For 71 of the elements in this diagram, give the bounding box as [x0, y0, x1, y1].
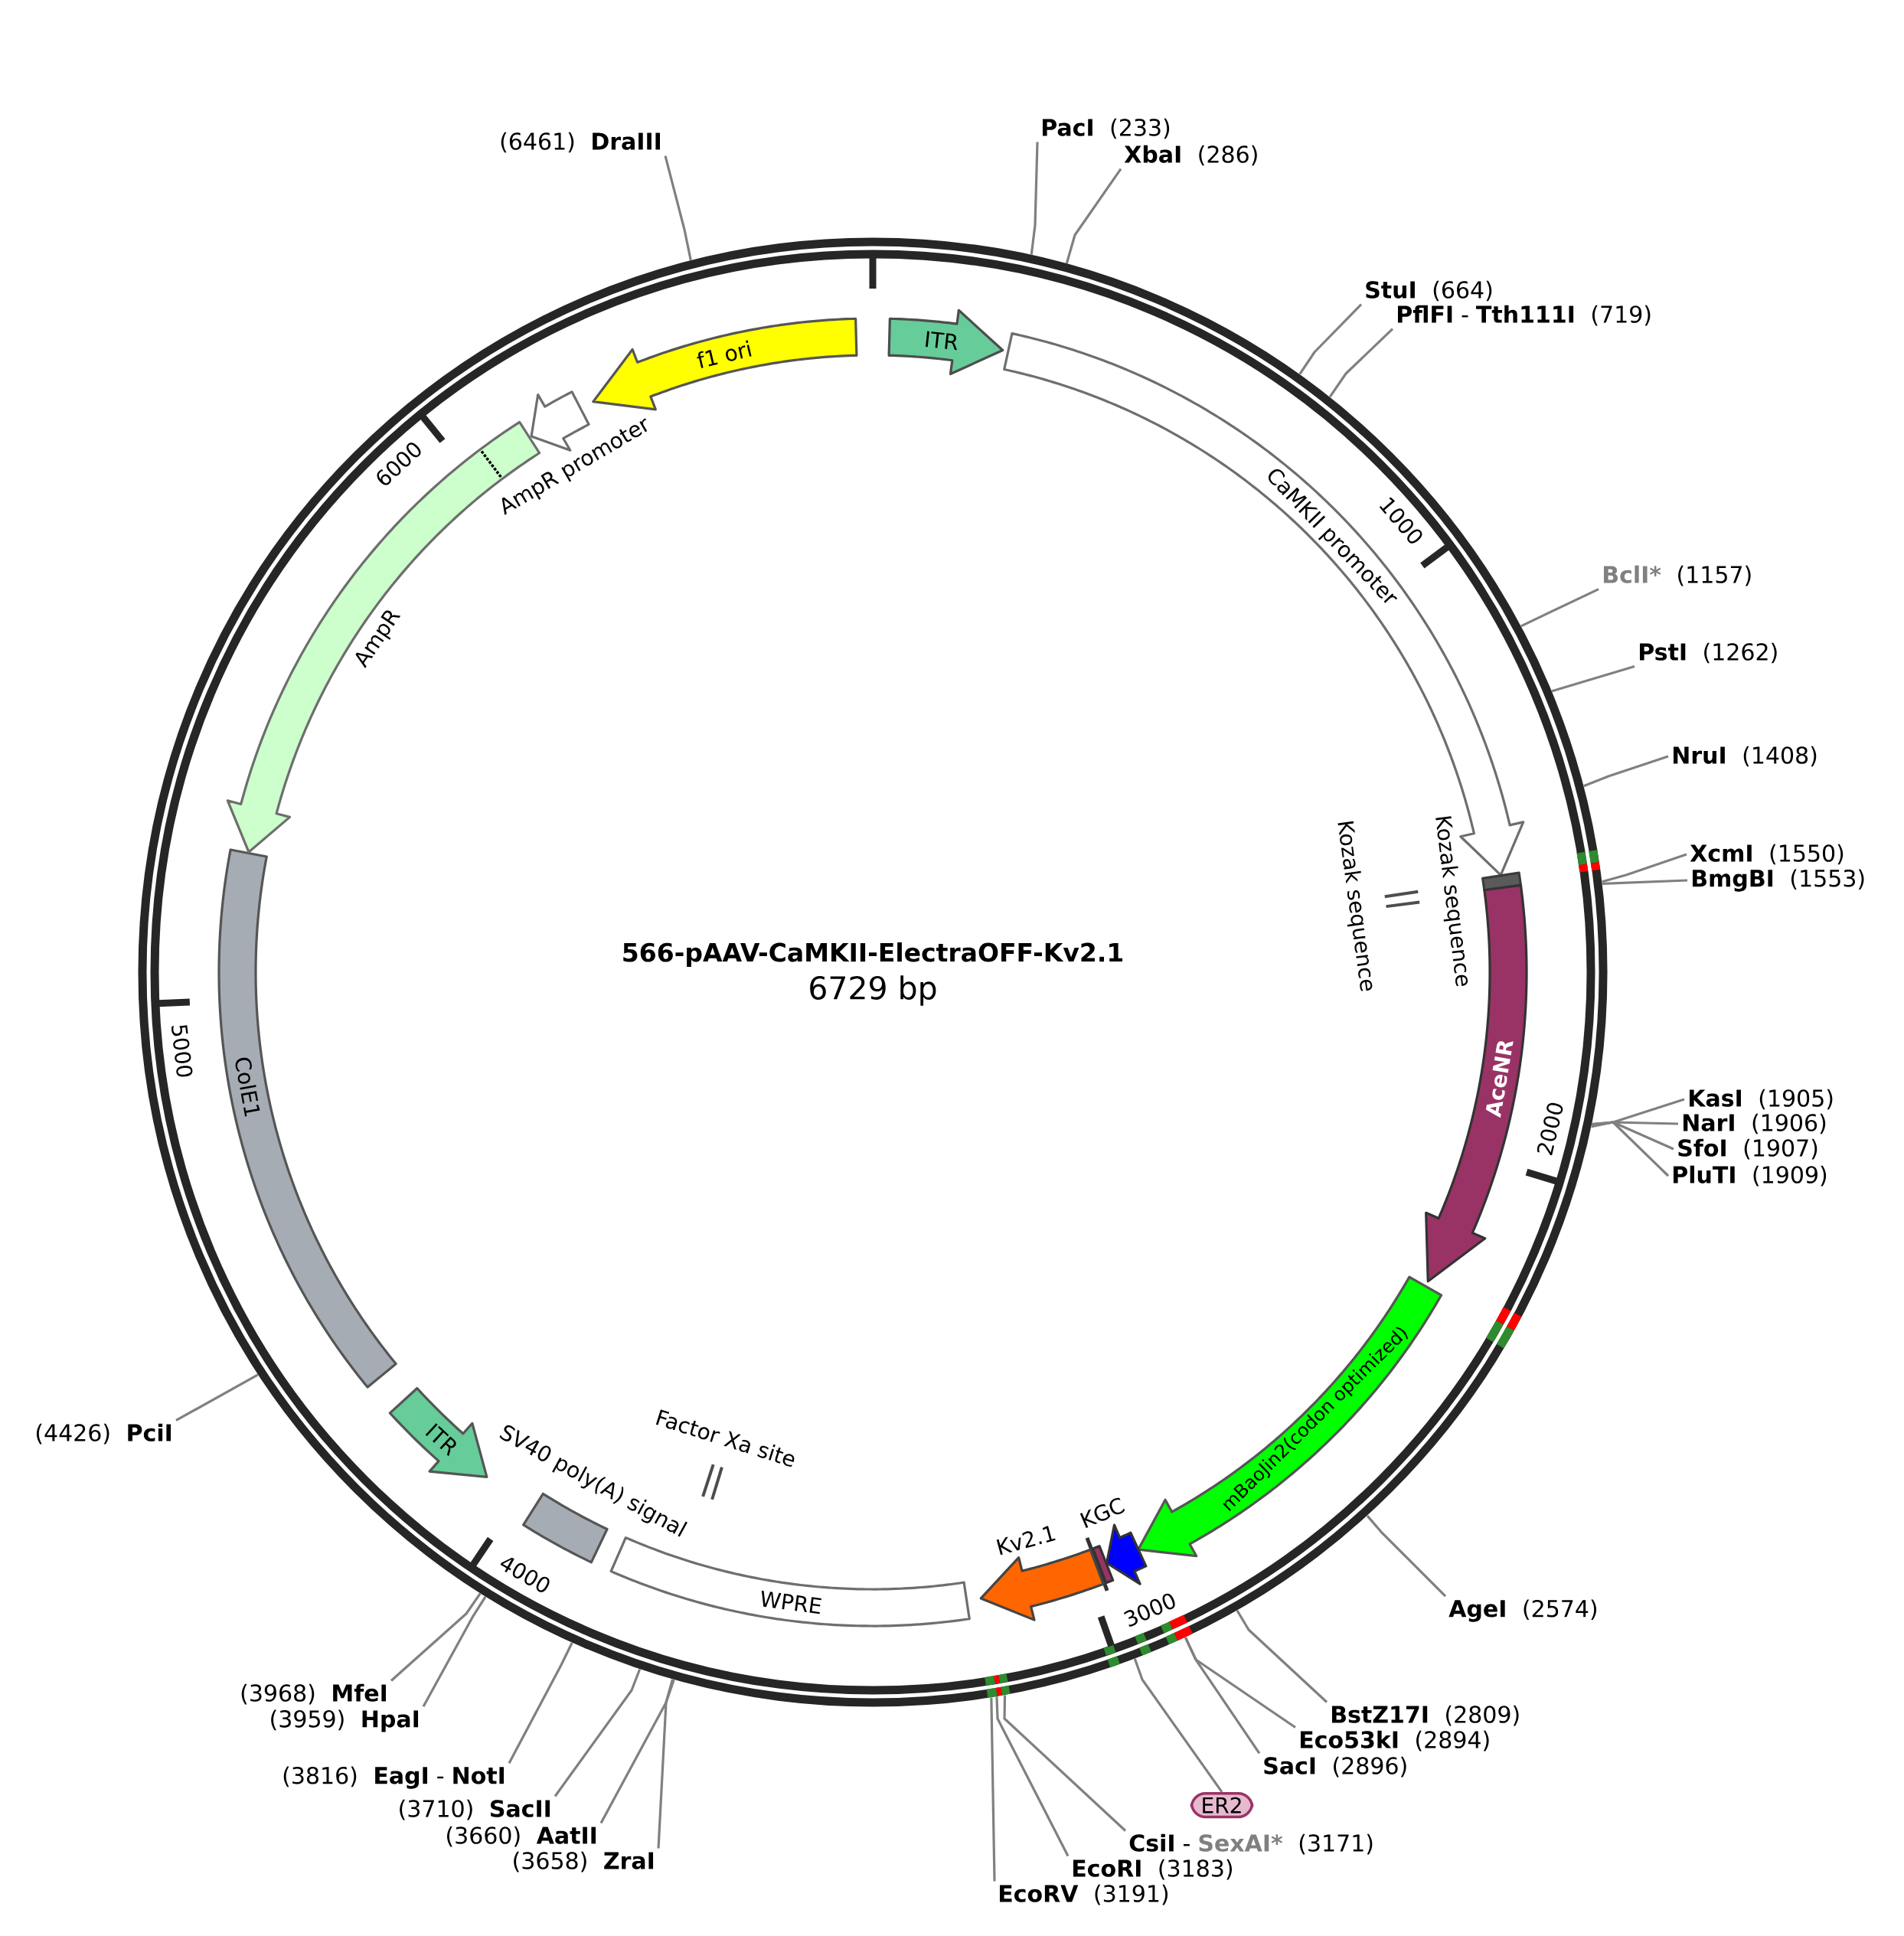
site-label: KasI (1905): [1690, 1089, 1833, 1110]
tick-label: 5000: [171, 1025, 193, 1077]
leader-line: [1591, 1121, 1679, 1126]
leader-line: [1592, 1098, 1685, 1125]
site-label: PluTI (1909): [1674, 1165, 1827, 1187]
tick-label: 3000: [1124, 1593, 1175, 1627]
leader-line: [1520, 588, 1599, 628]
leader-line: [1030, 142, 1039, 255]
feature-label: KGC: [1079, 1497, 1125, 1528]
leader-line: [1298, 303, 1363, 375]
site-label: BclI* (1157): [1604, 565, 1751, 586]
site-label: XcmI (1550): [1690, 844, 1844, 865]
site-label: EcoRV (3191): [1000, 1884, 1168, 1905]
feature-label: Kv2.1: [996, 1526, 1056, 1556]
site-label: (3816) EagI - NotI: [283, 1766, 505, 1789]
site-label: (3660) AatII: [447, 1826, 596, 1847]
leader-line: [422, 1596, 487, 1708]
feature-box: ColE1: [217, 848, 397, 1389]
site-label: StuI (664): [1366, 280, 1492, 302]
plasmid-length: 6729 bp: [810, 975, 936, 1006]
site-label: Eco53kI (2894): [1301, 1730, 1489, 1752]
leader-line: [1591, 1121, 1674, 1151]
leader-line: [1366, 1515, 1447, 1598]
site-label: (6461) DraIII: [501, 132, 661, 153]
site-label: EcoRI (3183): [1073, 1859, 1232, 1880]
feature-segment: ITR: [887, 309, 1004, 376]
site-label: PacI (233): [1043, 118, 1170, 139]
tick-label: 4000: [500, 1557, 550, 1592]
feature-box: [1085, 1536, 1115, 1592]
site-label: AgeI (2574): [1448, 1599, 1597, 1622]
site-label: (3959) HpaI: [271, 1709, 419, 1732]
site-label: PflFI - Tth111I (719): [1398, 305, 1651, 326]
leader-line: [664, 155, 692, 261]
leader-line: [1065, 168, 1122, 264]
leader-line: [554, 1668, 642, 1797]
leader-line: [1133, 1658, 1223, 1793]
site-label: PstI (1262): [1640, 642, 1777, 664]
leader-line: [390, 1592, 482, 1682]
leader-line: [1328, 328, 1394, 398]
site-label: SacI (2896): [1264, 1756, 1406, 1778]
feature-segment: ITR: [388, 1386, 488, 1478]
site-label: BstZ17I (2809): [1332, 1705, 1519, 1726]
leader-line: [599, 1679, 674, 1824]
feature-box: WPRE: [609, 1536, 971, 1627]
site-label: BmgBI (1553): [1693, 869, 1864, 892]
site-label: (3710) SacII: [400, 1799, 550, 1820]
site-label: XbaI (286): [1124, 145, 1257, 166]
site-label: (3658) ZraI: [514, 1851, 654, 1872]
leader-line: [1236, 1609, 1328, 1703]
leader-line: [1184, 1637, 1261, 1755]
leader-line: [1551, 665, 1635, 693]
leader-line: [1591, 1121, 1670, 1177]
site-label: NarI (1906): [1684, 1113, 1826, 1135]
leader-line: [1602, 853, 1687, 883]
leader-line: [657, 1679, 675, 1849]
site-label: NruI (1408): [1674, 746, 1817, 767]
plasmid-name: 566-pAAV-CaMKII-ElectraOFF-Kv2.1: [623, 942, 1123, 967]
feature-label: Factor Xa site: [655, 1409, 795, 1467]
leader-line: [1583, 755, 1669, 788]
site-label: SfoI (1907): [1678, 1138, 1817, 1160]
primer-label: ER2: [1190, 1791, 1254, 1819]
leader-line: [1003, 1695, 1127, 1832]
leader-line: [508, 1642, 573, 1764]
site-label: (3968) MfeI: [241, 1683, 386, 1705]
site-label: (4426) PciI: [36, 1423, 171, 1445]
leader-line: [175, 1373, 259, 1422]
feature-segment: f1 ori: [592, 317, 858, 411]
leader-line: [1602, 879, 1688, 886]
leader-line: [995, 1696, 1070, 1857]
site-label: CsiI - SexAI* (3171): [1129, 1833, 1373, 1855]
leader-line: [990, 1697, 996, 1882]
